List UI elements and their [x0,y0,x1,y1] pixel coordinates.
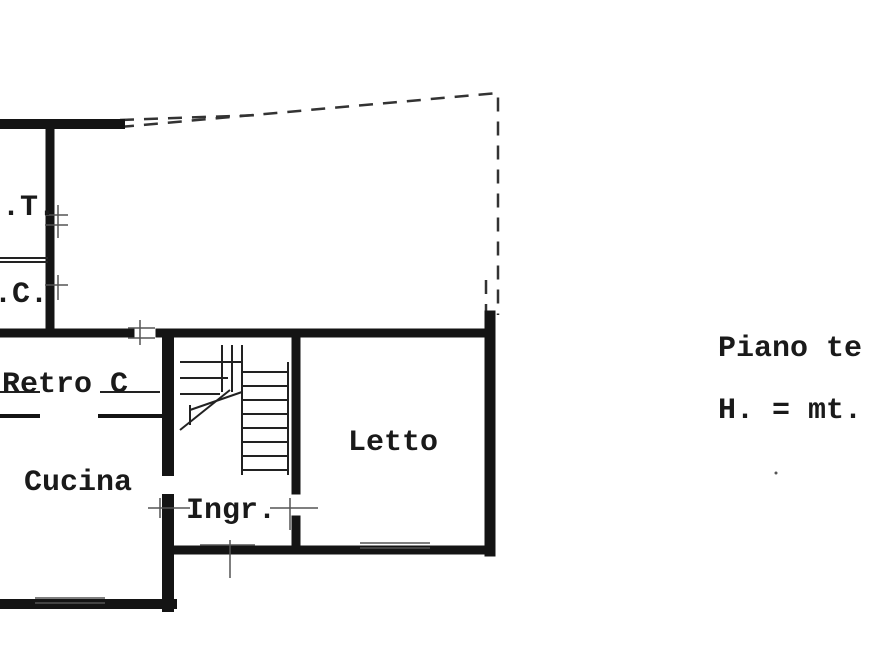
room-label-wc-top: .T. [2,191,56,225]
room-label-wc-bottom: .C. [0,278,48,312]
legend-height: H. = mt. [718,394,862,428]
walls [0,119,496,612]
legend-floor: Piano te [718,332,862,366]
stray-dot [774,471,778,475]
terrace-outline [119,91,500,315]
openings [35,205,430,604]
room-label-letto: Letto [348,426,438,460]
room-label-ingresso: Ingr. [186,494,276,528]
room-label-retro: Retro C [2,368,128,402]
room-label-cucina: Cucina [24,466,132,500]
staircase [179,345,289,475]
